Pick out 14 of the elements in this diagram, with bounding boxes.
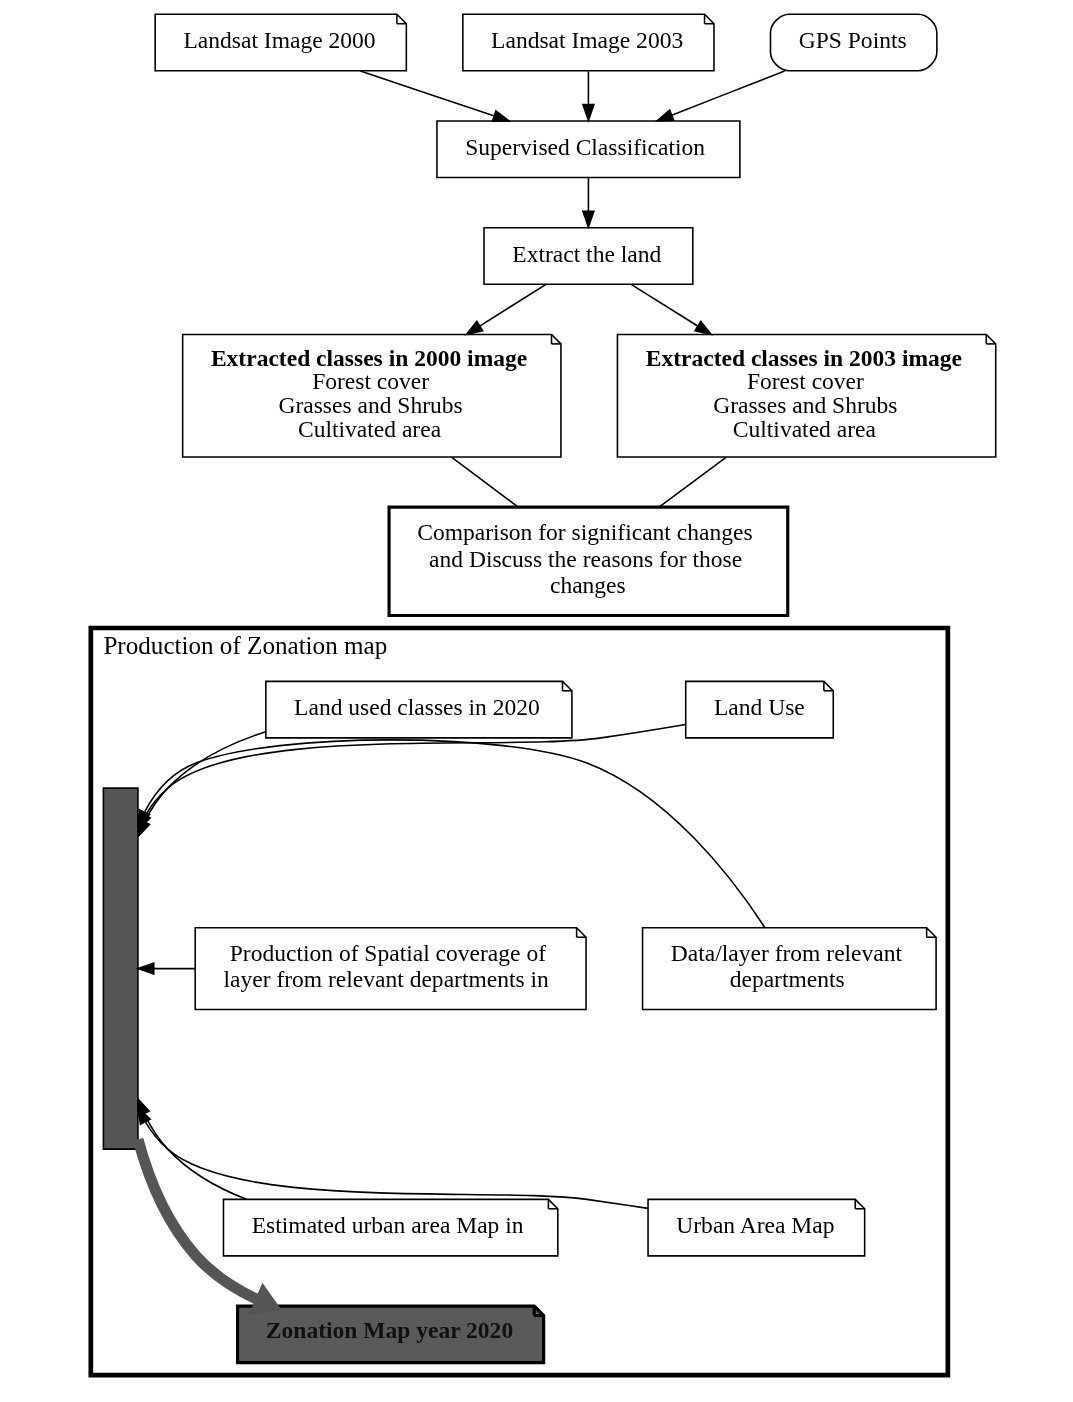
arrow (581, 177, 595, 230)
node-box: GPS Points (769, 13, 938, 72)
connector (450, 456, 519, 508)
arrow (630, 283, 713, 336)
arrow (135, 962, 196, 976)
node-bar (102, 787, 139, 1150)
node-box: Extract the land (482, 226, 694, 286)
connector (658, 456, 727, 508)
arrow (581, 70, 595, 123)
arrow (463, 283, 546, 336)
node-box: Supervised Classification (435, 120, 741, 179)
arrow (654, 70, 785, 122)
arrow (359, 70, 511, 122)
node-box: Comparison for significant changes and Discuss the reasons for those changes (387, 505, 789, 618)
